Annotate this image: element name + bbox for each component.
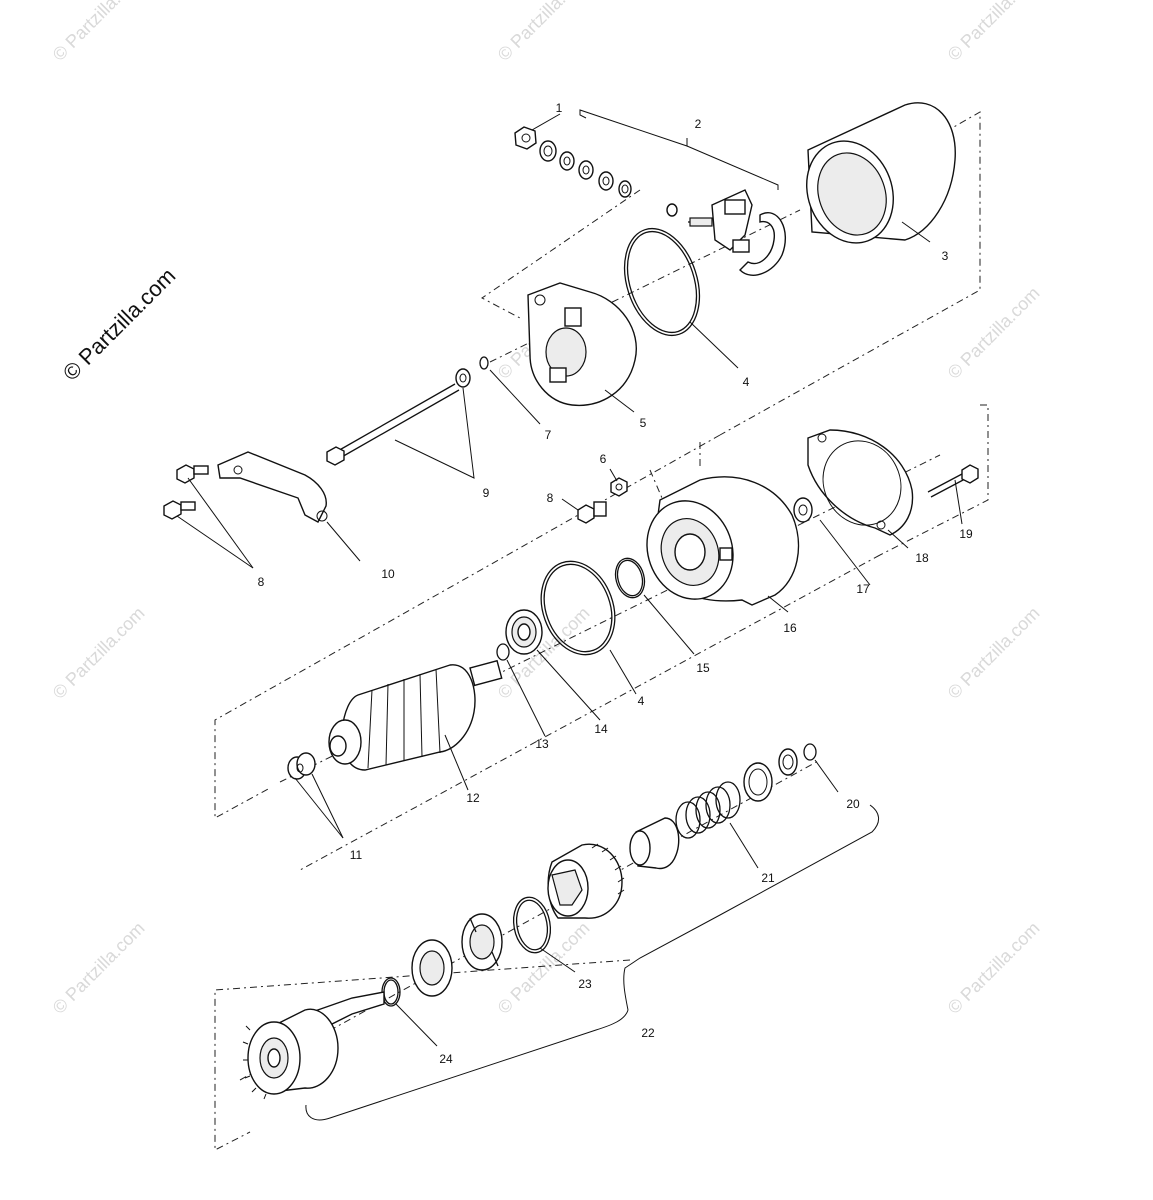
small-o-ring-part-7: [479, 356, 489, 370]
callout-9: 9: [483, 486, 490, 500]
gasket-plate-part-18: [807, 429, 914, 536]
rear-cover-part-5: [527, 282, 637, 407]
front-housing-part-16: [646, 476, 800, 606]
watermark: © Partzilla.com: [49, 603, 149, 703]
snap-ring-part-23: [512, 896, 552, 954]
bearing-part-14: [505, 609, 543, 655]
brush-holder-part-2: [666, 189, 787, 276]
o-ring-part-4-upper: [623, 227, 701, 337]
callout-2: 2: [695, 117, 702, 131]
callout-19: 19: [959, 527, 973, 541]
assembly-guide-lines: [214, 111, 989, 1151]
watermark: © Partzilla.com: [494, 918, 594, 1018]
watermark: © Partzilla.com: [494, 0, 594, 65]
callout-24: 24: [439, 1052, 453, 1066]
nut-part-6: [610, 477, 628, 497]
watermark: © Partzilla.com: [49, 918, 149, 1018]
callout-12: 12: [466, 791, 480, 805]
watermark: © Partzilla.com: [944, 283, 1044, 383]
watermark-main: © Partzilla.com: [58, 263, 181, 386]
callout-18: 18: [915, 551, 929, 565]
callout-6: 6: [600, 452, 607, 466]
bracket-part-10: [217, 451, 328, 523]
washer-stack-part-2: [539, 140, 632, 198]
collar-part-20: [778, 748, 798, 776]
armature-part-12: [328, 659, 503, 771]
callout-11: 11: [350, 848, 363, 862]
callout-numbers: 1 2 3 4 5 7 6 9 8 19 18 10 8 17 16 15 4 …: [258, 101, 973, 1066]
callout-23: 23: [578, 977, 592, 991]
callout-20: 20: [846, 797, 860, 811]
callout-4-upper: 4: [743, 375, 750, 389]
callout-7: 7: [545, 428, 552, 442]
bolt-part-8-center: [577, 501, 607, 524]
callout-22: 22: [641, 1026, 655, 1040]
yoke-housing-part-3: [806, 102, 956, 244]
callout-16: 16: [783, 621, 797, 635]
callout-5: 5: [640, 416, 647, 430]
callout-8-left: 8: [258, 575, 265, 589]
spring-retainer-part-21: [743, 762, 773, 802]
coil-spring-part-21: [675, 781, 741, 839]
callout-8-center: 8: [547, 491, 554, 505]
through-bolt-part-9: [326, 368, 471, 466]
o-ring-part-13: [496, 643, 510, 661]
nut-part-1: [514, 126, 537, 150]
callout-17: 17: [856, 582, 870, 596]
leader-lines: [176, 109, 963, 1121]
bolt-part-8-left: [163, 464, 209, 520]
callout-14: 14: [594, 722, 608, 736]
callout-4-lower: 4: [638, 694, 645, 708]
callout-13: 13: [535, 737, 549, 751]
watermark: © Partzilla.com: [944, 603, 1044, 703]
callout-1: 1: [556, 101, 563, 115]
split-collar: [461, 913, 503, 971]
thrust-washer: [411, 939, 453, 997]
watermark: © Partzilla.com: [944, 0, 1044, 65]
watermark: © Partzilla.com: [49, 0, 149, 65]
callout-10: 10: [381, 567, 395, 581]
clip-part-20: [803, 743, 817, 761]
pinion-shaft: [242, 991, 385, 1100]
callout-15: 15: [696, 661, 710, 675]
brush-spring-part-11: [287, 752, 316, 780]
watermark: © Partzilla.com: [944, 918, 1044, 1018]
sleeve-part-21: [629, 817, 680, 870]
o-ring-part-4-lower: [540, 560, 616, 656]
washer-part-17: [793, 497, 813, 523]
clutch-gear-part-22: [547, 843, 625, 919]
o-ring-part-15: [614, 557, 646, 599]
bolt-part-19: [927, 464, 979, 498]
callout-21: 21: [761, 871, 775, 885]
callout-3: 3: [942, 249, 949, 263]
